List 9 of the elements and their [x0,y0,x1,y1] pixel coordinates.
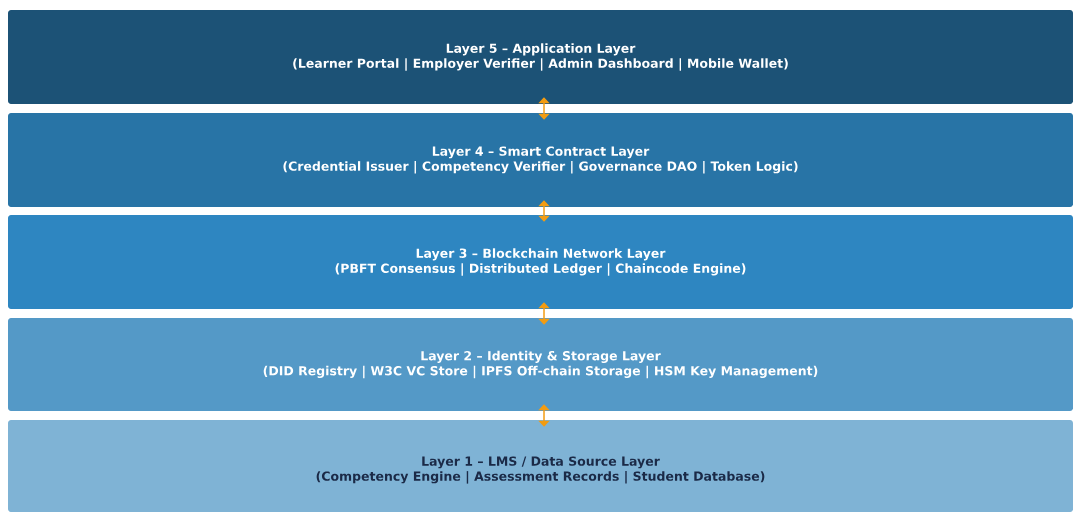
layer-box: Layer 5 – Application Layer (Learner Portal | Employer Verifier | Admin Dashboard | Mobile Wallet) [8,10,1073,104]
layer-box: Layer 2 – Identity & Storage Layer (DID Registry | W3C VC Store | IPFS Off-chain Storage | HSM Key Management) [8,318,1073,411]
layer-box: Layer 1 – LMS / Data Source Layer (Competency Engine | Assessment Records | Student Database) [8,420,1073,512]
layer-box: Layer 4 – Smart Contract Layer (Credential Issuer | Competency Verifier | Governance DAO | Token Logic) [8,113,1073,207]
double-arrow [538,302,550,325]
double-arrow [538,404,550,427]
layer-box: Layer 3 – Blockchain Network Layer (PBFT Consensus | Distributed Ledger | Chaincode Engine) [8,215,1073,309]
double-arrow [538,97,550,120]
double-arrow [538,200,550,222]
